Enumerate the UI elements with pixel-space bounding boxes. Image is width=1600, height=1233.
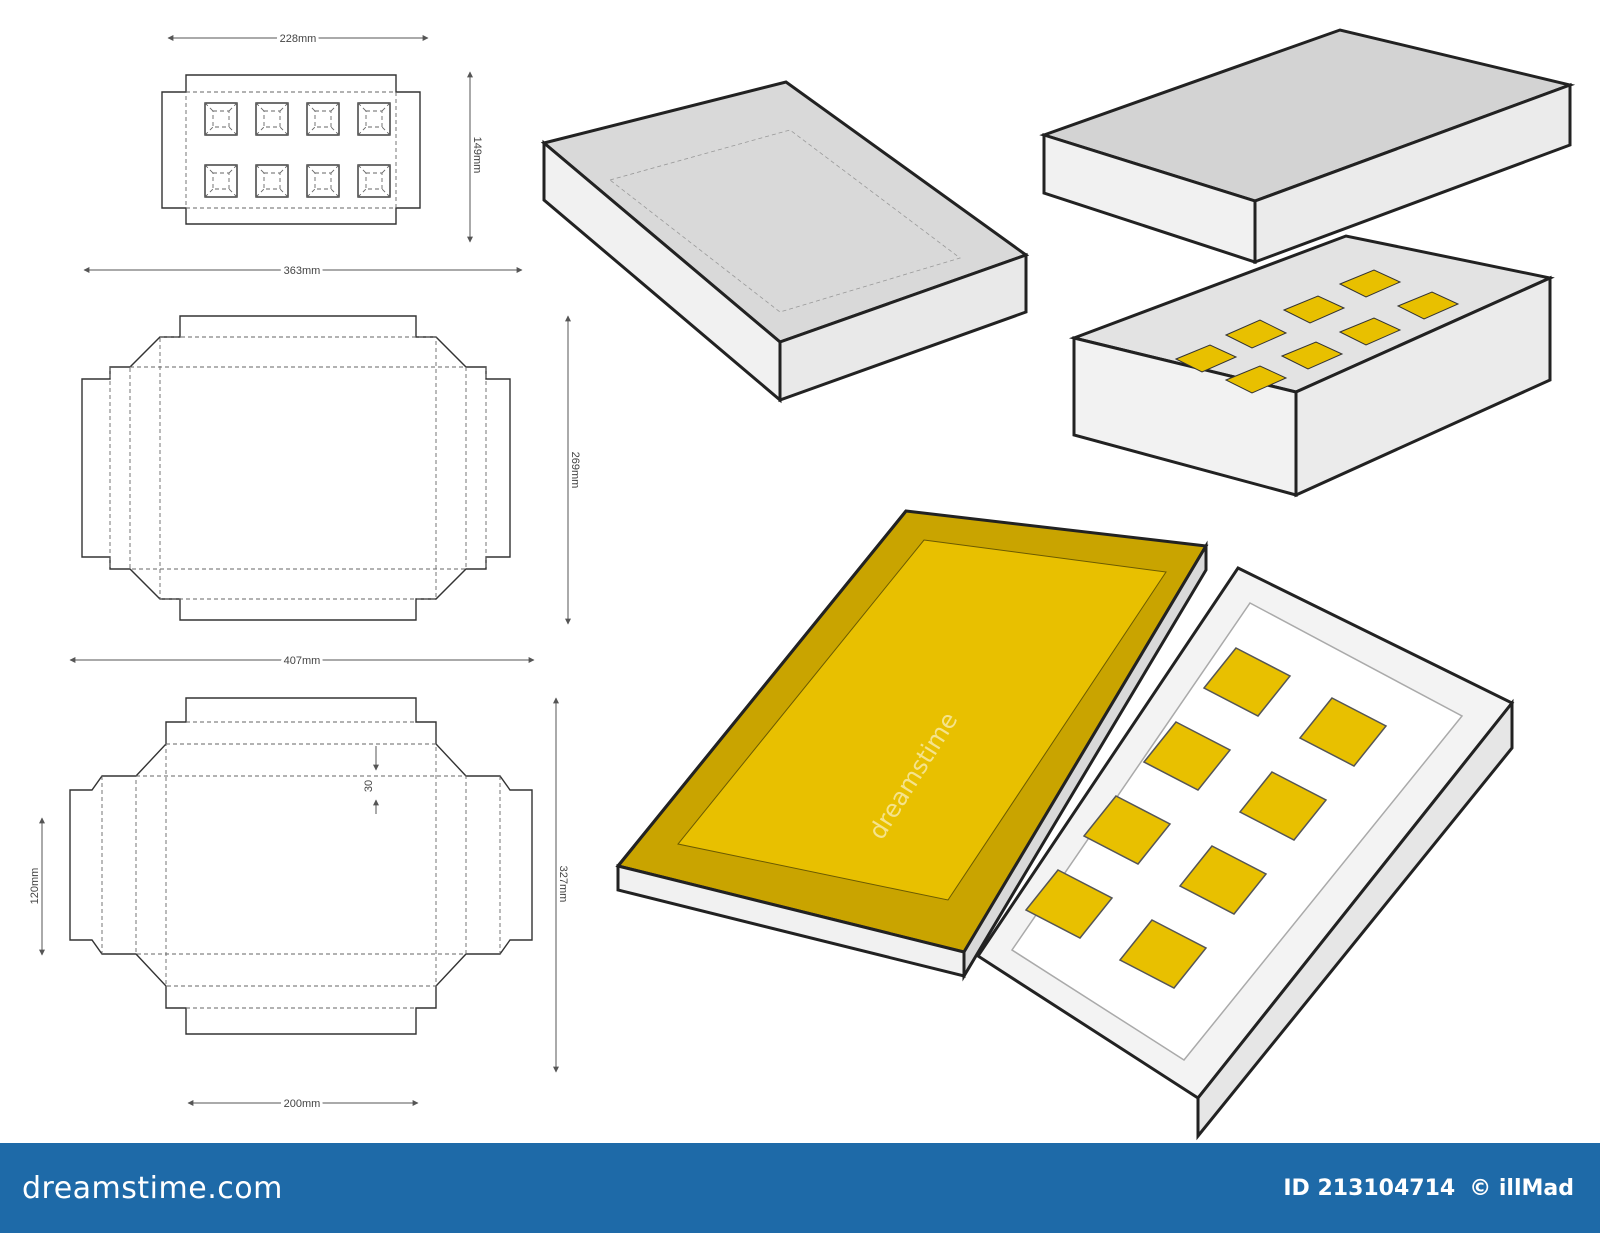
base-cavities-small	[1174, 269, 1460, 394]
brand-logo[interactable]: dreamstime.com	[22, 1170, 283, 1206]
cavity-grid	[204, 102, 391, 198]
lid-dieline: 363mm 269mm	[81, 262, 584, 625]
exploded-box-3d	[1039, 28, 1576, 498]
open-box-3d	[615, 509, 1515, 1141]
lid-width-label: 363mm	[284, 265, 321, 277]
image-id: ID 213104714	[1283, 1175, 1456, 1201]
image-credit: ID 213104714 © illMad	[1283, 1176, 1574, 1201]
box-bottom-label: 200mm	[284, 1098, 321, 1110]
box-side-label: 120mm	[29, 868, 41, 905]
box-dieline: 407mm 30 120mm 327mm 200mm	[26, 652, 572, 1113]
box-depth-label: 30	[363, 780, 375, 792]
open-box-cavities	[1024, 647, 1388, 989]
tray-width-label: 228mm	[280, 33, 317, 45]
box-width-label: 407mm	[284, 655, 321, 667]
lid-height-label: 269mm	[569, 452, 581, 489]
tray-insert-dieline: 228mm 149mm	[161, 30, 486, 243]
tray-height-label: 149mm	[471, 137, 483, 174]
box-height-label: 327mm	[557, 866, 569, 903]
author-name[interactable]: © illMad	[1469, 1175, 1574, 1201]
packaging-diagram: 228mm 149mm 363mm 269mm 407mm 30 120mm 3…	[26, 28, 1576, 1141]
footer-bar: dreamstime.com ID 213104714 © illMad	[0, 1143, 1600, 1233]
closed-box-3d	[540, 80, 1030, 404]
